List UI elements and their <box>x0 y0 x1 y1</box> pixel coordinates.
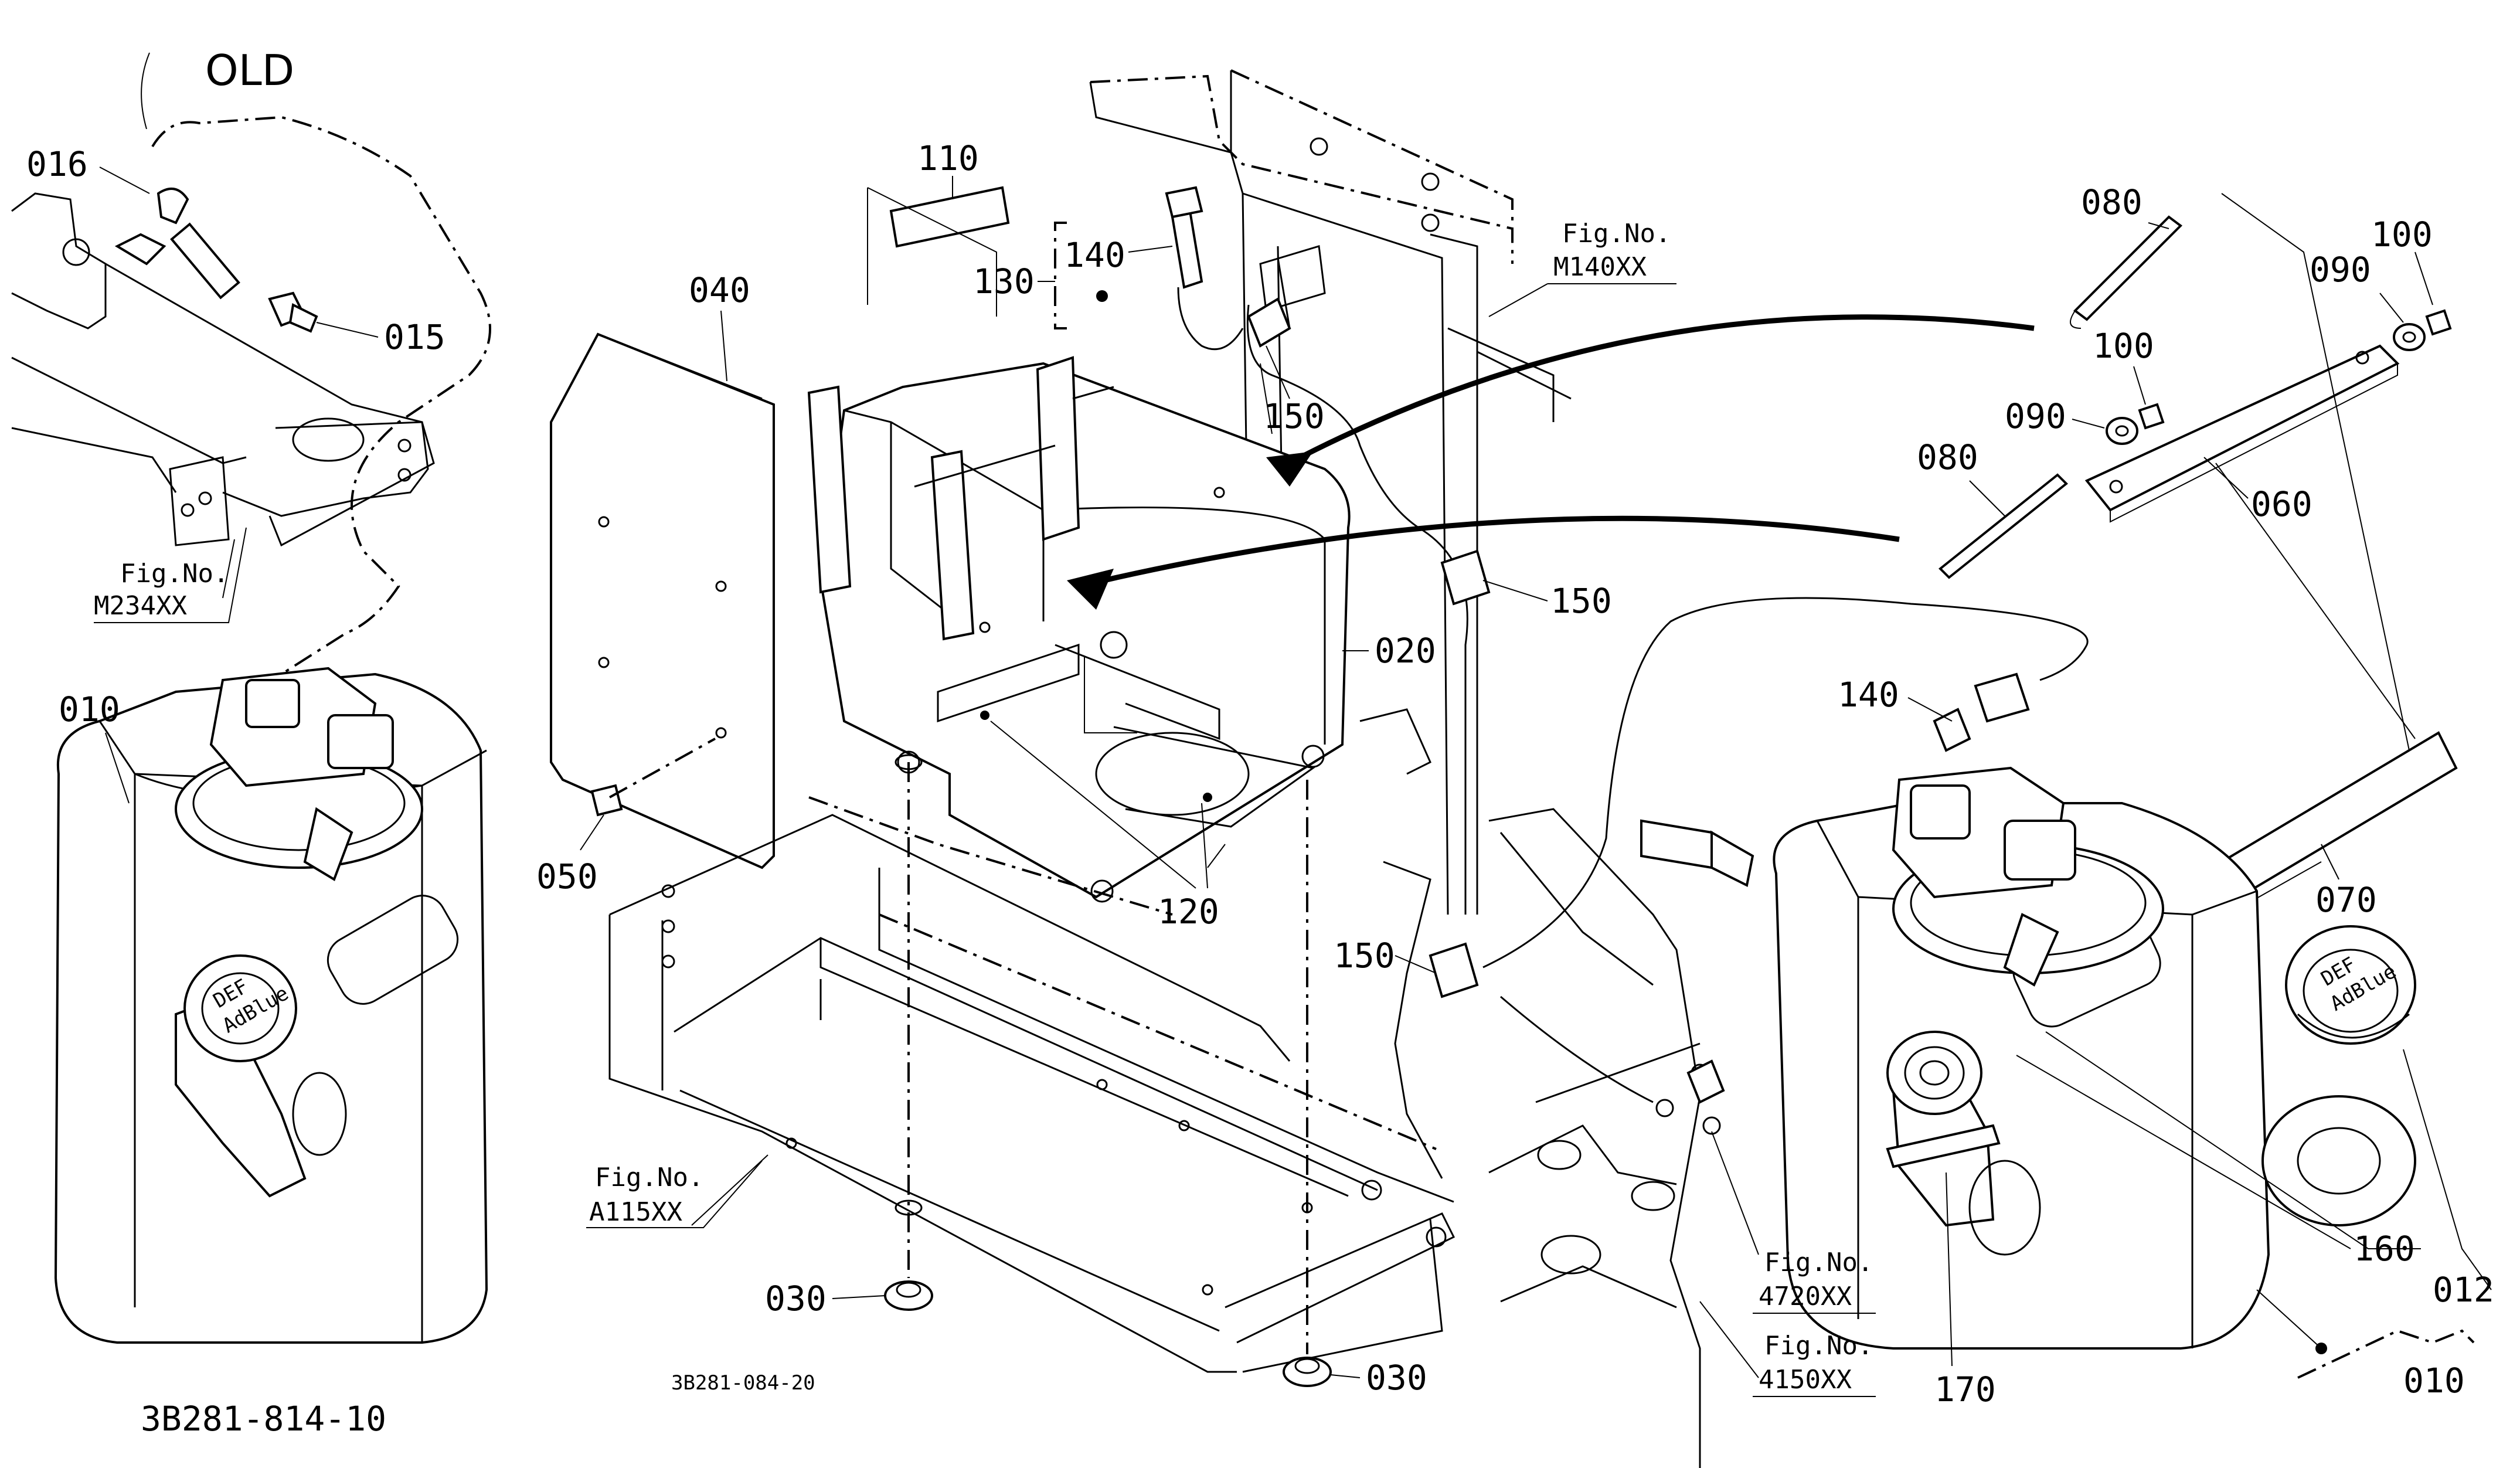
label-100-left: 100 <box>2093 326 2154 366</box>
label-130: 130 <box>973 261 1035 301</box>
right-section: DEF AdBlue <box>1773 193 2492 1379</box>
label-100-right: 100 <box>2371 215 2433 254</box>
fig-ref-caption: Fig.No. <box>595 1163 703 1192</box>
fig-ref-caption: Fig.No. <box>1764 1331 1873 1361</box>
fig-ref-code: 4150XX <box>1759 1365 1852 1395</box>
cover-040 <box>550 332 775 869</box>
label-170: 170 <box>1934 1370 1996 1409</box>
old-harness-dashed <box>151 115 491 675</box>
engine-4720xx-4150xx <box>1359 708 1759 1468</box>
label-030-right: 030 <box>1366 1358 1427 1398</box>
fig-ref-caption: Fig.No. <box>120 559 229 589</box>
label-080-top: 080 <box>2081 182 2142 222</box>
fig-ref-code: M234XX <box>94 591 187 621</box>
label-120: 120 <box>1158 892 1219 932</box>
cap-012: DEF AdBlue <box>2285 925 2416 1045</box>
fig-ref-code: 4720XX <box>1759 1282 1852 1311</box>
part-labels: OLD 016 015 010 040 110 130 140 150 150 … <box>26 46 2494 1439</box>
label-070: 070 <box>2315 880 2377 920</box>
leader-arrows <box>1067 314 2035 610</box>
frame-m234xx <box>11 192 435 599</box>
washers-090-nuts-100 <box>2106 309 2452 445</box>
right-leaders <box>2016 1031 2492 1379</box>
harness-right <box>1482 597 2089 969</box>
connector-140-top <box>1054 186 1244 351</box>
fig-ref-4150xx: Fig.No. 4150XX <box>1753 1331 1876 1397</box>
bracket-020 <box>807 356 1351 903</box>
fig-ref-a115xx: Fig.No. A115XX <box>586 1160 763 1228</box>
label-040: 040 <box>689 270 750 310</box>
fig-ref-code: A115XX <box>589 1197 682 1227</box>
label-110: 110 <box>917 138 979 178</box>
label-030-left: 030 <box>765 1279 827 1319</box>
decal-110 <box>867 186 1010 317</box>
label-020: 020 <box>1375 631 1436 671</box>
rods-080 <box>1939 215 2183 579</box>
bar-060 <box>2084 344 2400 523</box>
fig-ref-caption: Fig.No. <box>1562 219 1671 249</box>
label-160: 160 <box>2354 1229 2415 1269</box>
fig-ref-caption: Fig.No. <box>1764 1248 1873 1277</box>
label-140-top: 140 <box>1064 235 1125 275</box>
fig-ref-code: M140XX <box>1553 252 1647 282</box>
clamp-016 <box>114 52 240 300</box>
label-010-left: 010 <box>59 689 120 729</box>
old-title: OLD <box>205 46 294 95</box>
tank-010-old: DEF AdBlue <box>54 667 488 1344</box>
label-050: 050 <box>536 857 598 896</box>
fig-ref-m234xx: Fig.No. M234XX <box>94 527 247 623</box>
drawing-id-left: 3B281-814-10 <box>141 1399 386 1439</box>
label-060: 060 <box>2251 484 2312 524</box>
center-section <box>550 69 2089 1468</box>
label-090-right: 090 <box>2310 250 2371 290</box>
label-016: 016 <box>26 144 88 184</box>
harness-150 <box>1246 297 1491 998</box>
label-010-right: 010 <box>2403 1361 2465 1401</box>
bolt-050 <box>590 738 716 817</box>
gasket-160 <box>2261 1095 2416 1226</box>
label-150-mid: 150 <box>1550 581 1612 621</box>
fig-ref-4720xx: Fig.No. 4720XX <box>1753 1248 1876 1314</box>
nuts-030 <box>884 754 1332 1387</box>
label-090-left: 090 <box>2005 396 2066 436</box>
tank-010-new <box>1773 766 2270 1367</box>
label-150-low: 150 <box>1334 936 1395 976</box>
label-150-top: 150 <box>1263 396 1325 436</box>
label-015: 015 <box>384 317 445 357</box>
label-012: 012 <box>2433 1270 2494 1310</box>
old-section: DEF AdBlue <box>11 52 491 1344</box>
label-140-right: 140 <box>1838 675 1899 715</box>
fig-ref-m140xx: Fig.No. M140XX <box>1488 219 1676 317</box>
frame-a115xx <box>608 796 1455 1373</box>
label-080-mid: 080 <box>1917 437 1978 477</box>
sensor-015 <box>268 291 318 333</box>
drawing-id-center: 3B281-084-20 <box>671 1371 815 1395</box>
